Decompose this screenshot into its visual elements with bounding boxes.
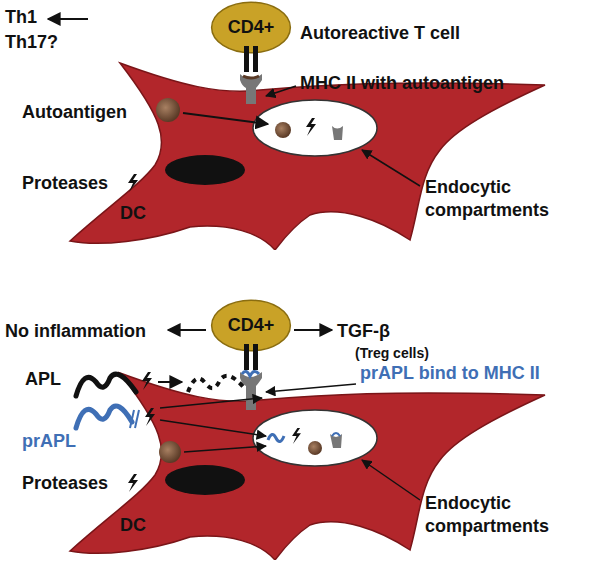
annotation-label: Autoantigen <box>22 101 127 124</box>
cell-name: DC <box>120 203 146 224</box>
annotation-label: Endocytic compartments <box>425 492 590 539</box>
annotation-label: Autoreactive T cell <box>300 22 460 45</box>
cell-marker: CD4+ <box>228 315 275 336</box>
annotation-label: (Treg cells) <box>355 344 429 362</box>
cell-name: DC <box>120 515 146 536</box>
annotation-label: No inflammation <box>5 320 146 343</box>
annotation-label: Proteases <box>22 472 108 495</box>
annotation-label: prAPL bind to MHC II <box>360 362 540 385</box>
annotation-label: Endocytic compartments <box>425 176 590 223</box>
annotation-label: MHC II with autoantigen <box>300 72 504 95</box>
annotation-label: TGF-β <box>337 320 390 343</box>
cell-marker: CD4+ <box>228 17 275 38</box>
t-cell-circle: CD4+ <box>210 298 292 353</box>
annotation-label: Th17? <box>5 31 58 54</box>
annotation-label: prAPL <box>22 430 76 453</box>
annotation-label: Proteases <box>22 172 108 195</box>
annotation-label: APL <box>25 368 61 391</box>
annotation-label: Th1 <box>5 6 37 29</box>
t-cell-circle: CD4+ <box>210 0 292 55</box>
